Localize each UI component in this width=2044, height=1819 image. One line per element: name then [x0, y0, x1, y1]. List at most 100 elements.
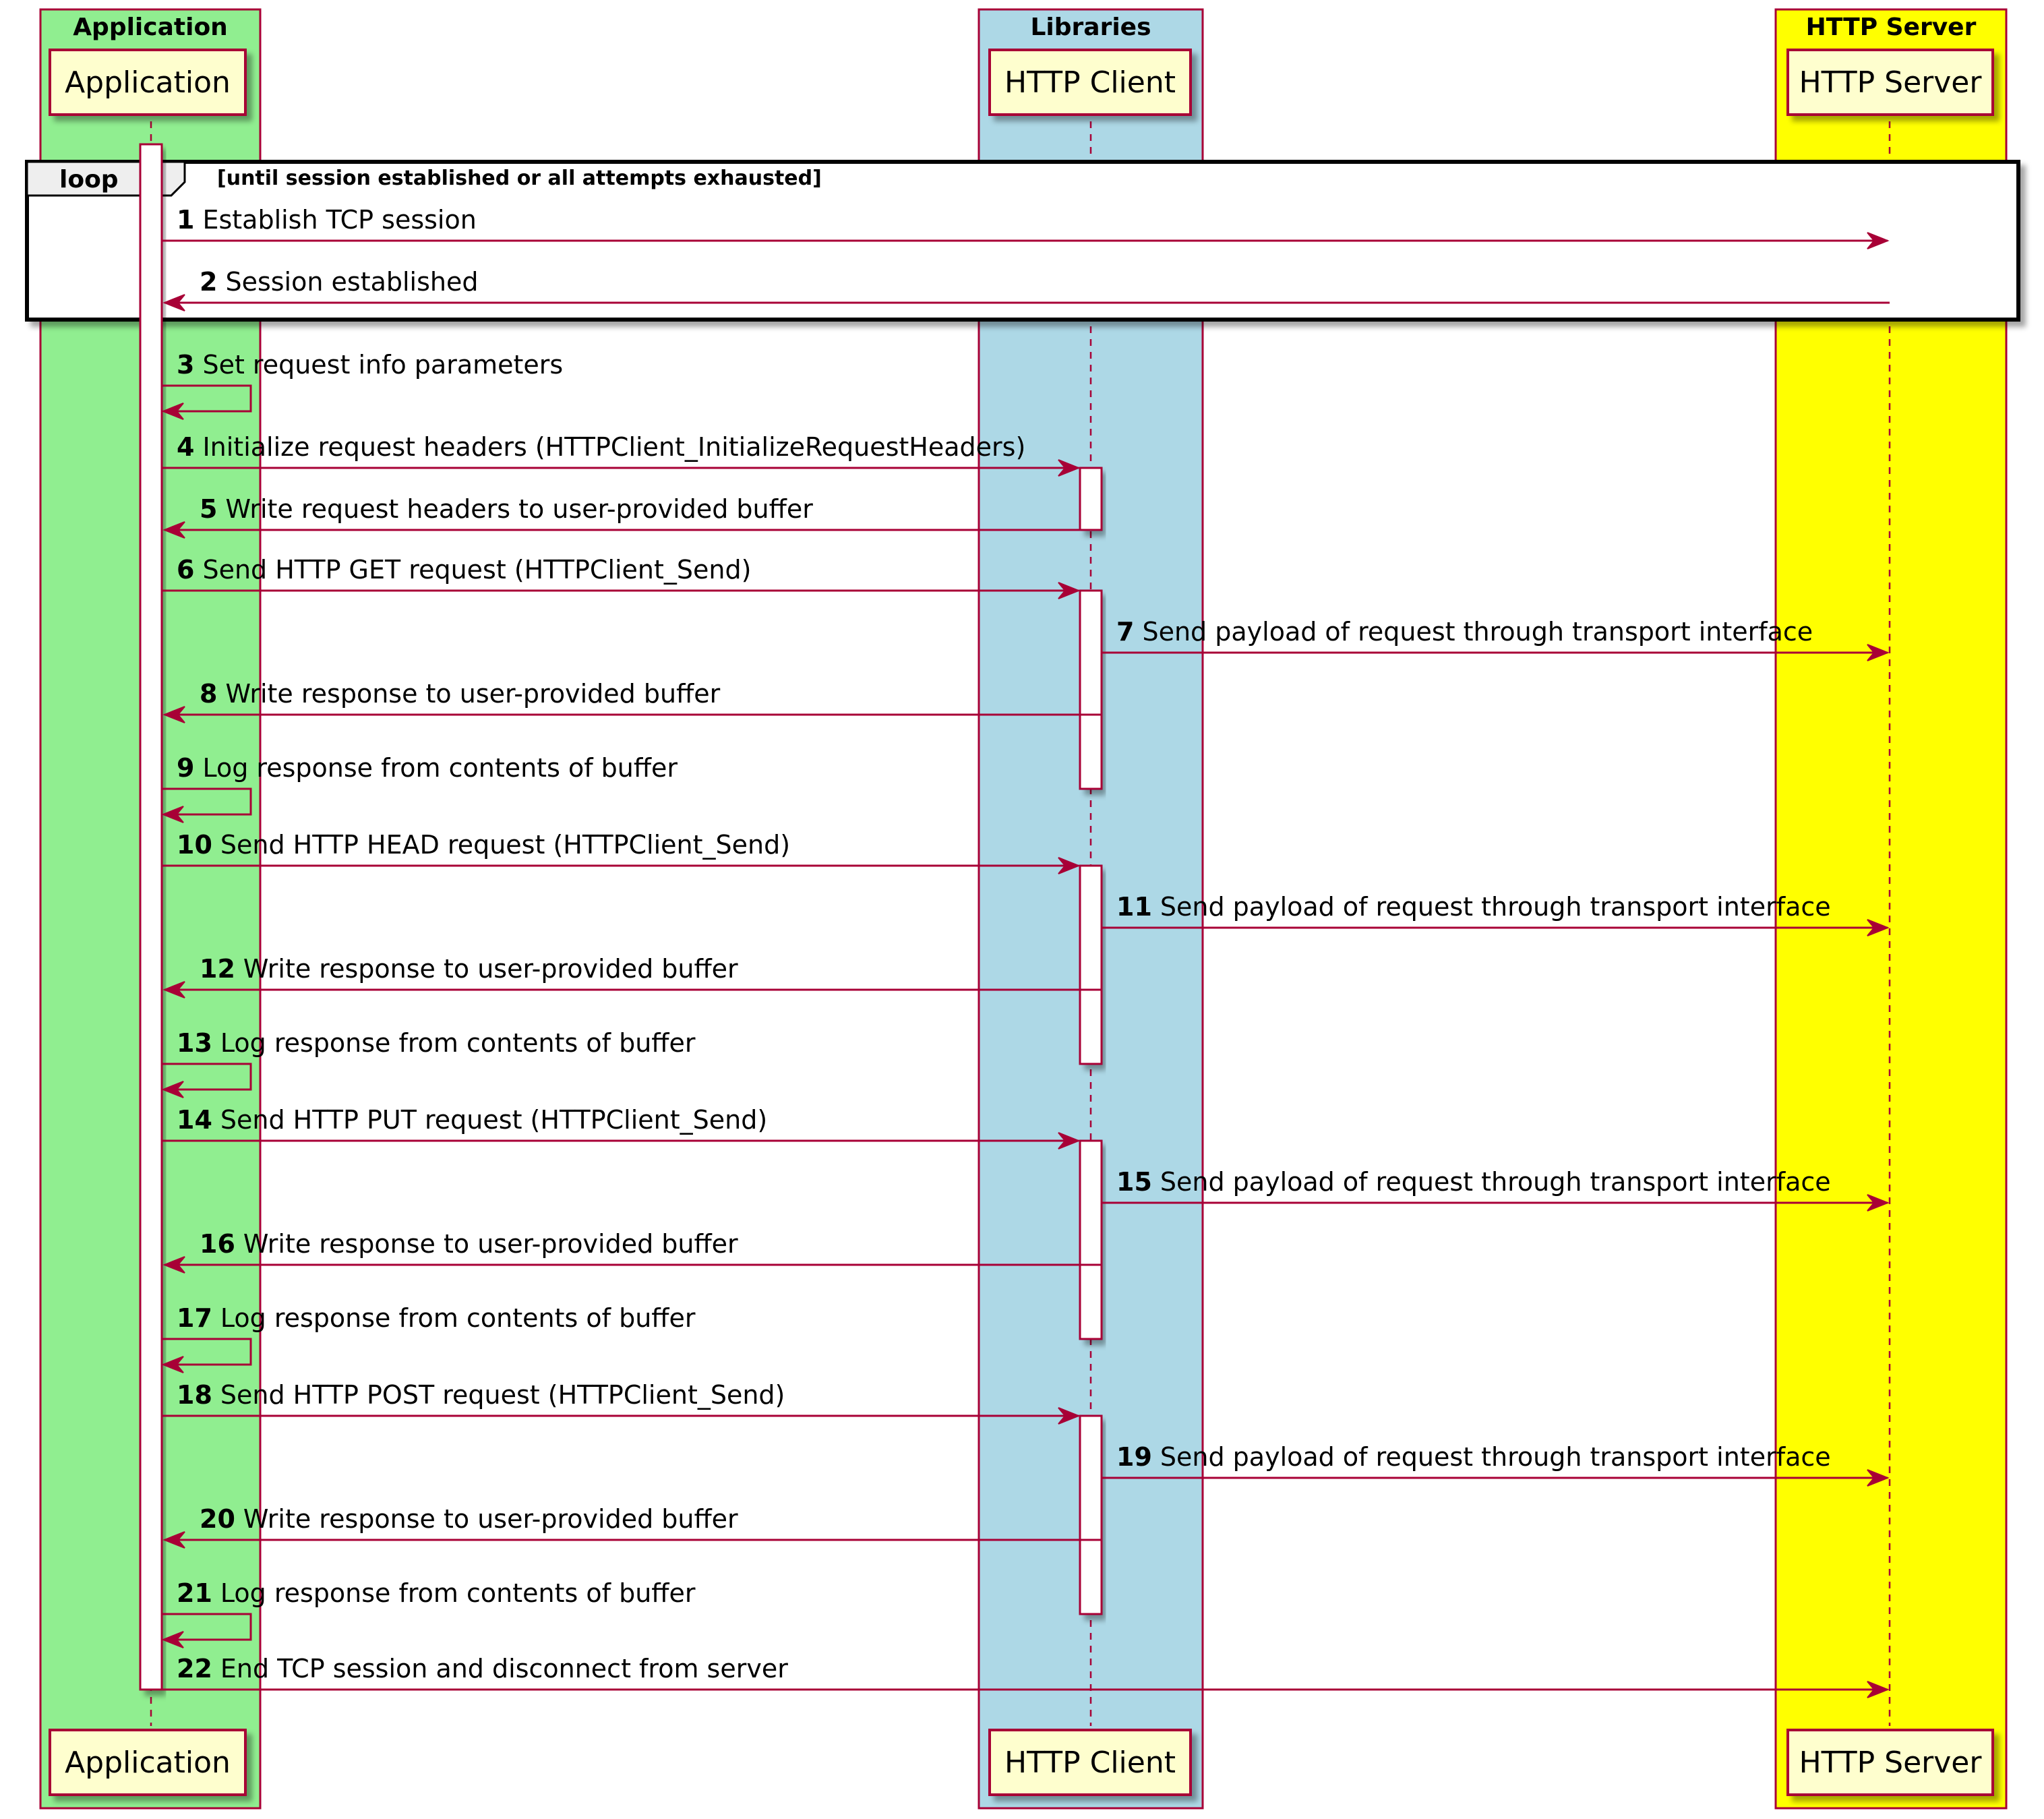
message-arrowhead — [1867, 1194, 1890, 1212]
participant-server-top: HTTP Server — [1786, 49, 1994, 116]
message-number: 4 — [177, 432, 194, 462]
message-text: Log response from contents of buffer — [220, 1303, 696, 1333]
message-label: 9 Log response from contents of buffer — [177, 753, 678, 783]
message-label: 4 Initialize request headers (HTTPClient_… — [177, 432, 1025, 462]
participant-server-bottom: HTTP Server — [1786, 1729, 1994, 1796]
message-text: Send payload of request through transpor… — [1160, 892, 1831, 922]
message-text: Send HTTP HEAD request (HTTPClient_Send) — [220, 830, 790, 860]
loop-tag-label: loop — [59, 166, 119, 193]
message-number: 8 — [200, 679, 217, 709]
participant-client-bottom: HTTP Client — [988, 1729, 1192, 1796]
message-19: 19 Send payload of request through transp… — [1102, 1442, 1890, 1487]
message-text: Send payload of request through transpor… — [1160, 1442, 1831, 1472]
message-arrowhead — [1867, 644, 1890, 661]
participant-client-top: HTTP Client — [988, 49, 1192, 116]
participant-client-label: HTTP Client — [1004, 65, 1176, 100]
message-number: 9 — [177, 753, 194, 783]
message-4: 4 Initialize request headers (HTTPClient_… — [162, 432, 1081, 477]
message-text: Establish TCP session — [202, 205, 476, 235]
message-text: Log response from contents of buffer — [220, 1028, 696, 1058]
message-text: Log response from contents of buffer — [202, 753, 678, 783]
message-number: 15 — [1116, 1167, 1152, 1197]
message-8: 8 Write response to user-provided buffer — [162, 679, 1102, 723]
message-number: 19 — [1116, 1442, 1152, 1472]
client-activation-bar — [1079, 1414, 1103, 1615]
message-text: Send HTTP GET request (HTTPClient_Send) — [202, 555, 751, 585]
message-15: 15 Send payload of request through transp… — [1102, 1167, 1890, 1212]
message-number: 5 — [200, 494, 217, 524]
activations — [139, 143, 1103, 1691]
message-arrow-line — [162, 1613, 252, 1641]
message-arrowhead — [1058, 459, 1081, 477]
message-number: 1 — [177, 205, 194, 235]
message-1: 1 Establish TCP session — [162, 205, 1890, 249]
message-arrow-line — [162, 384, 252, 413]
message-label: 18 Send HTTP POST request (HTTPClient_Sen… — [177, 1380, 785, 1410]
message-text: Write response to user-provided buffer — [243, 954, 738, 984]
message-label: 19 Send payload of request through transp… — [1116, 1442, 1831, 1472]
message-arrowhead — [162, 706, 185, 723]
participant-application-bottom: Application — [49, 1729, 247, 1796]
participant-application-top: Application — [49, 49, 247, 116]
message-number: 6 — [177, 555, 194, 585]
message-text: Write request headers to user-provided b… — [225, 494, 813, 524]
server-box-title: HTTP Server — [1806, 13, 1977, 41]
message-arrow-line — [162, 1063, 252, 1091]
message-arrowhead — [162, 294, 185, 311]
message-arrowhead — [161, 1081, 184, 1098]
message-arrowhead — [1058, 1132, 1081, 1150]
message-text: Initialize request headers (HTTPClient_I… — [202, 432, 1025, 462]
message-arrowhead — [1867, 232, 1890, 249]
message-arrowhead — [162, 1256, 185, 1274]
message-number: 14 — [177, 1105, 212, 1135]
message-arrowhead — [161, 1356, 184, 1373]
participant-client-label: HTTP Client — [1004, 1746, 1176, 1780]
message-arrowhead — [1867, 919, 1890, 936]
message-text: Log response from contents of buffer — [220, 1578, 696, 1608]
message-text: Send payload of request through transpor… — [1160, 1167, 1831, 1197]
message-number: 18 — [177, 1380, 212, 1410]
message-number: 7 — [1116, 617, 1134, 647]
participant-server-label: HTTP Server — [1799, 1746, 1983, 1780]
message-text: Write response to user-provided buffer — [225, 679, 720, 709]
message-arrowhead — [162, 981, 185, 998]
message-number: 16 — [200, 1229, 235, 1259]
message-label: 15 Send payload of request through transp… — [1116, 1167, 1831, 1197]
message-text: Set request info parameters — [202, 350, 563, 380]
message-number: 20 — [200, 1504, 235, 1534]
message-9: 9 Log response from contents of buffer — [161, 753, 678, 823]
message-arrowhead — [1058, 582, 1081, 599]
client-activation-bar — [1079, 467, 1103, 531]
message-arrow-line — [162, 787, 252, 816]
message-17: 17 Log response from contents of buffer — [161, 1303, 696, 1373]
client-activation-bar — [1079, 864, 1103, 1065]
message-5: 5 Write request headers to user-provided … — [162, 494, 1102, 539]
message-number: 17 — [177, 1303, 212, 1333]
message-number: 22 — [177, 1654, 212, 1683]
message-arrow-line — [162, 1338, 252, 1366]
message-text: Send HTTP POST request (HTTPClient_Send) — [220, 1380, 785, 1410]
loop-guard-condition: [until session established or all attemp… — [217, 167, 822, 190]
participant-application-label: Application — [65, 65, 231, 100]
message-label: 1 Establish TCP session — [177, 205, 477, 235]
client-activation-bar — [1079, 589, 1103, 790]
